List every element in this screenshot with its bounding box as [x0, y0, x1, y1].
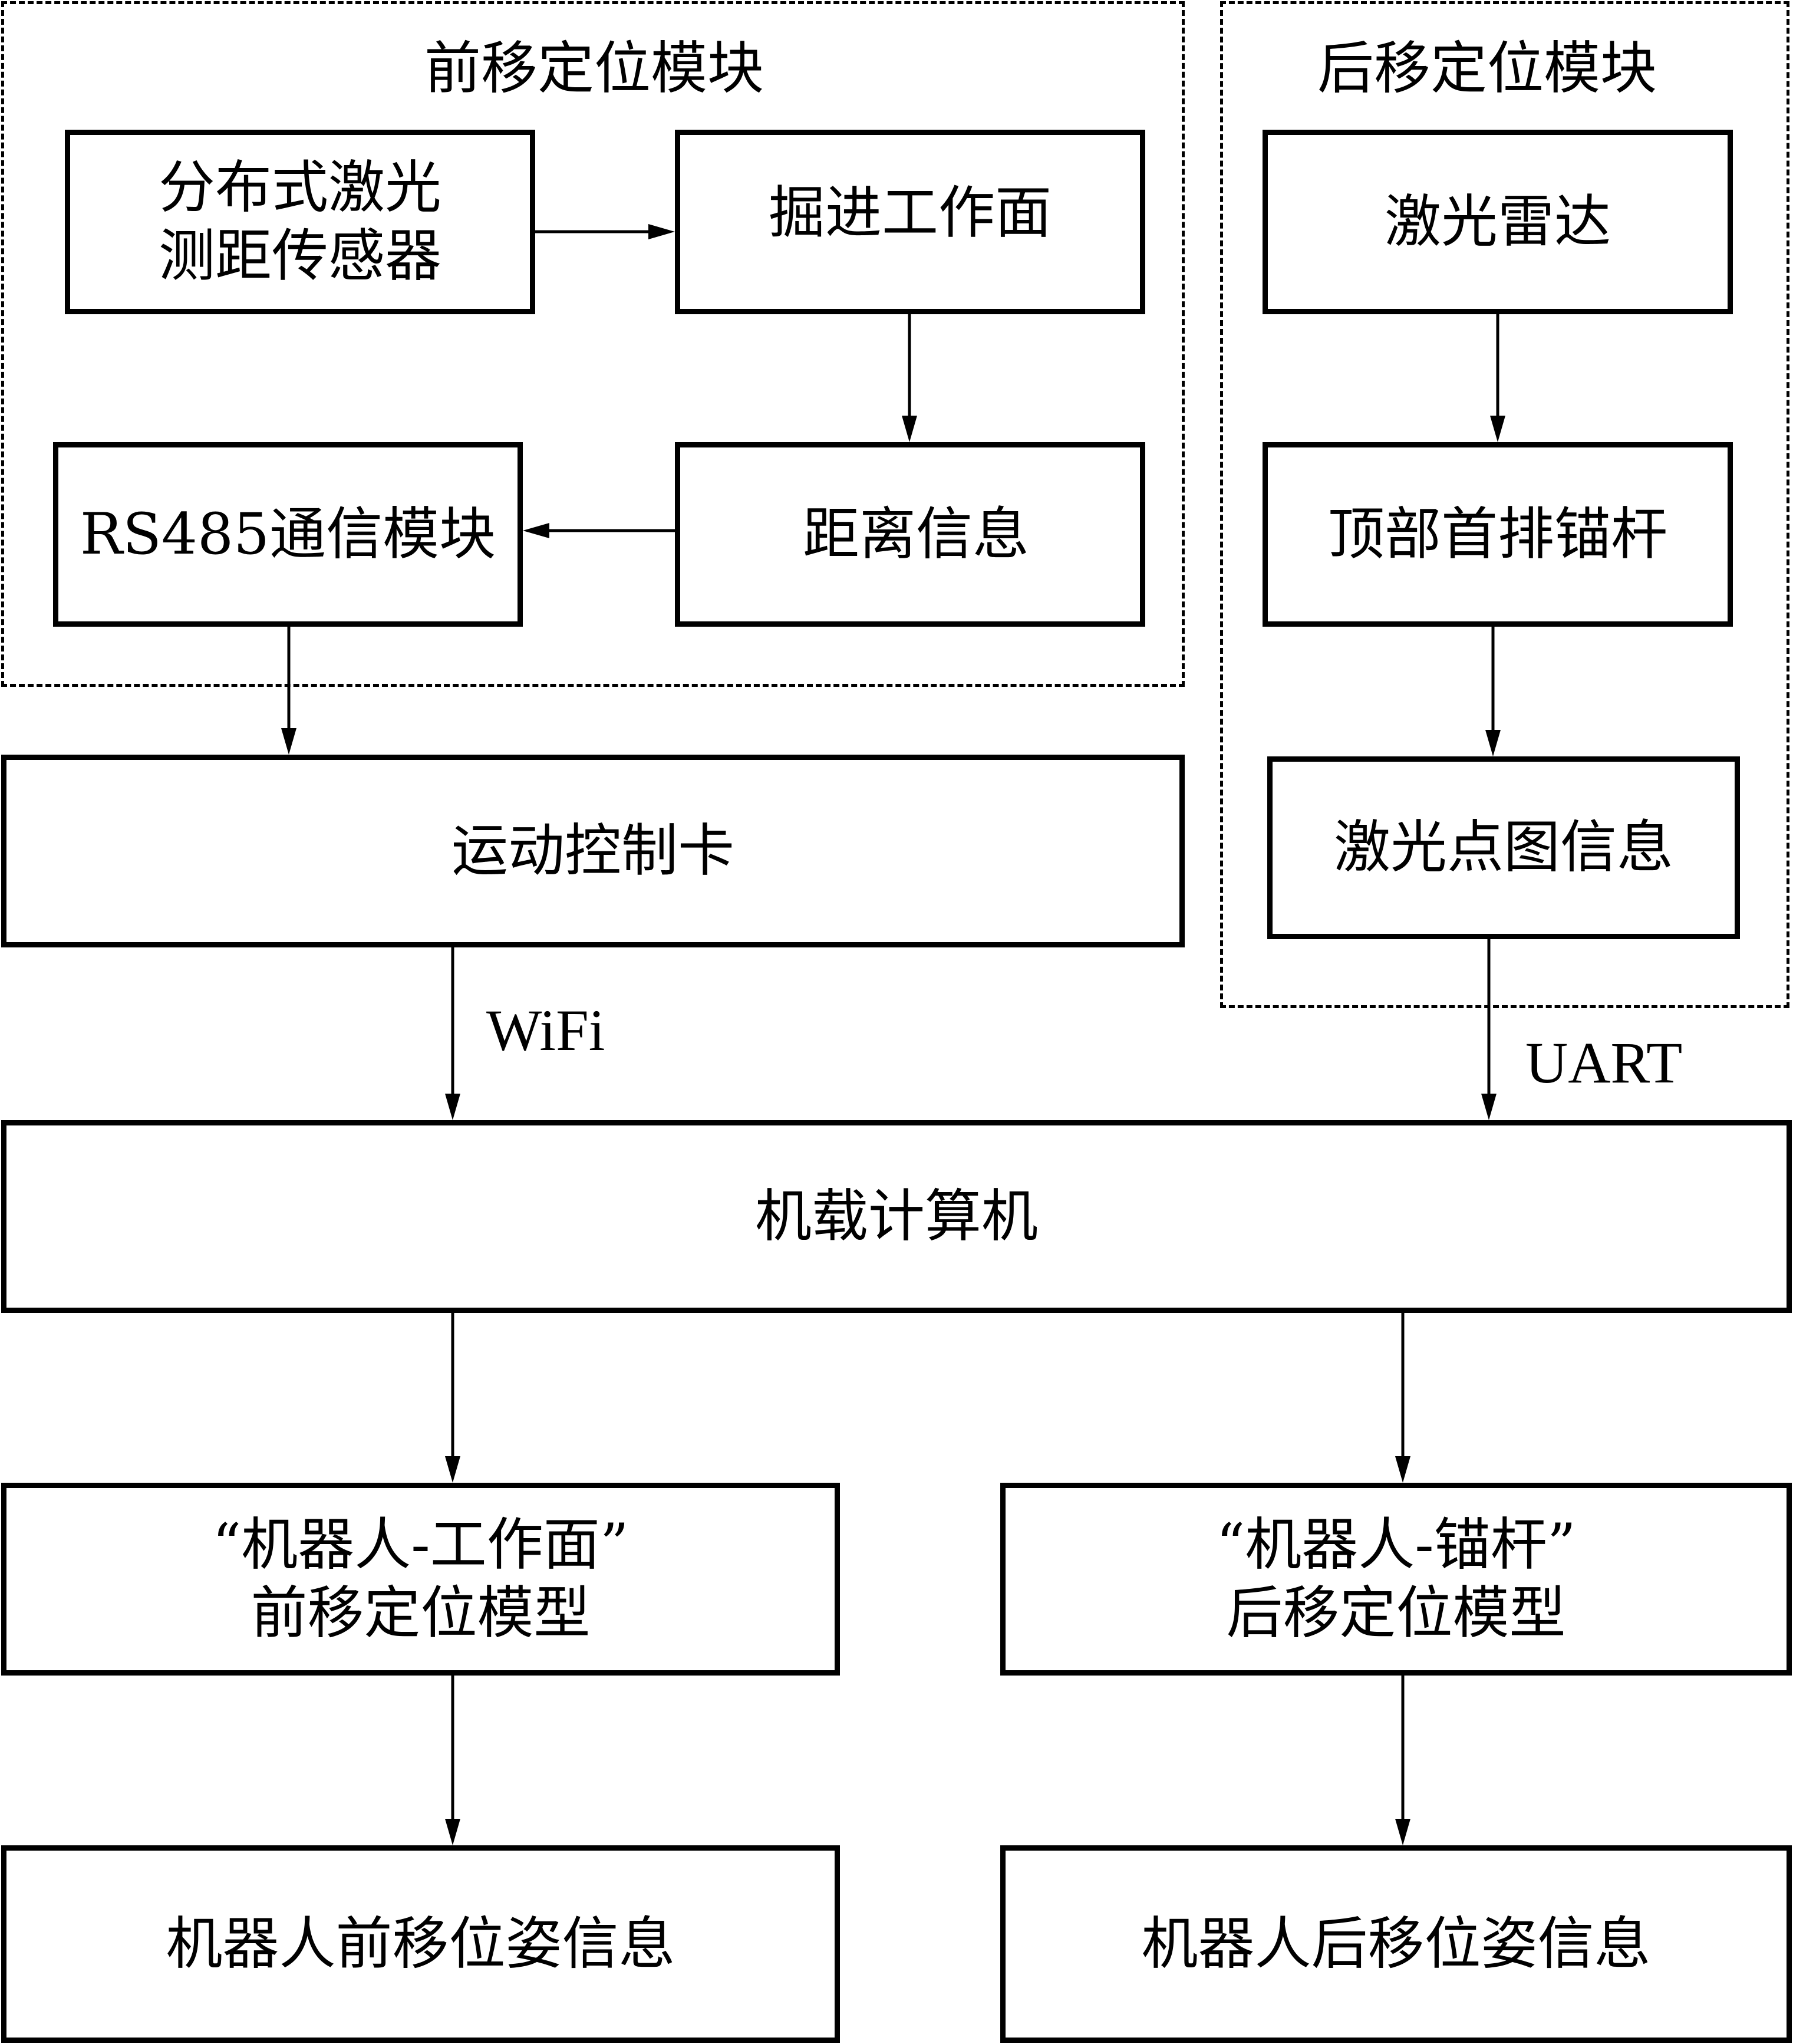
point-cloud-info-node: 激光点图信息 — [1267, 756, 1740, 939]
distance-info-node: 距离信息 — [675, 442, 1145, 627]
front-group-title: 前移定位模块 — [424, 35, 764, 101]
arrowhead-right — [648, 224, 675, 239]
arrowhead-down — [902, 416, 917, 442]
laser-ranging-sensor-node: 分布式激光 测距传感器 — [65, 130, 535, 314]
rear-positioning-model-node: “机器人-锚杆” 后移定位模型 — [1000, 1483, 1792, 1676]
front-pose-info-node: 机器人前移位姿信息 — [1, 1845, 840, 2043]
rear-pose-info-node: 机器人后移位姿信息 — [1000, 1845, 1792, 2043]
front-positioning-model-node: “机器人-工作面” 前移定位模型 — [1, 1483, 840, 1676]
uart-label: UART — [1525, 1030, 1683, 1095]
arrowhead-down — [1481, 1094, 1497, 1120]
arrowhead-down — [445, 1456, 460, 1483]
arrowhead-down — [1395, 1819, 1410, 1845]
arrowhead-down — [1395, 1456, 1410, 1483]
arrowhead-left — [523, 523, 549, 538]
rear-group-title: 后移定位模块 — [1317, 35, 1657, 101]
arrowhead-down — [445, 1819, 460, 1845]
lidar-node: 激光雷达 — [1263, 130, 1733, 314]
heading-face-node: 掘进工作面 — [675, 130, 1145, 314]
front-positioning-group — [1, 1, 1185, 687]
onboard-computer-node: 机载计算机 — [1, 1120, 1792, 1313]
arrowhead-down — [281, 728, 296, 755]
top-anchor-node: 顶部首排锚杆 — [1263, 442, 1733, 627]
arrowhead-down — [1485, 730, 1501, 756]
motion-control-card-node: 运动控制卡 — [1, 755, 1185, 947]
wifi-label: WiFi — [486, 998, 605, 1063]
rs485-module-node: RS485通信模块 — [53, 442, 523, 627]
arrowhead-down — [1490, 416, 1505, 442]
rear-positioning-group — [1220, 1, 1789, 1008]
arrowhead-down — [445, 1094, 460, 1120]
